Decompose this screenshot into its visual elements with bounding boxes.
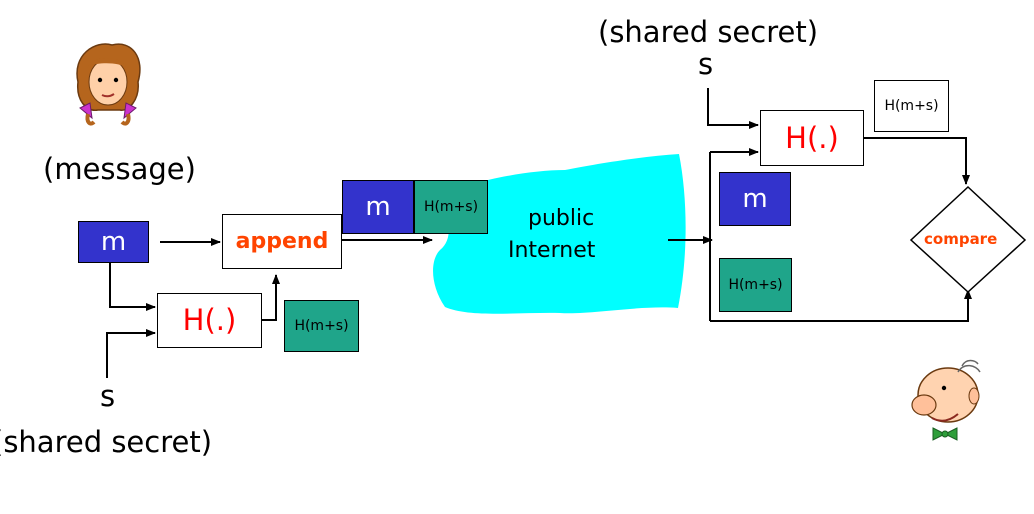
- cloud-label-line1: public: [528, 206, 595, 231]
- sender-secret-letter: s: [100, 379, 116, 413]
- receiver-message-box: m: [719, 172, 791, 226]
- arrow-hash-to-compare: [864, 137, 970, 185]
- receiver-hash-function-box: H(.): [760, 110, 864, 166]
- public-internet-cloud: [433, 154, 686, 314]
- sender-hash-value-box: H(m+s): [284, 300, 359, 352]
- computed-hash-box: H(m+s): [874, 80, 949, 132]
- arrow-received-hash-to-compare: [710, 289, 972, 322]
- compare-diamond: [909, 185, 1027, 294]
- transit-message-box: m: [342, 180, 414, 234]
- receiver-secret-letter: s: [698, 47, 714, 81]
- transit-hash-value-box: H(m+s): [414, 180, 488, 234]
- receiver-secret-label: (shared secret): [598, 15, 819, 49]
- arrow-hash-to-append: [262, 274, 280, 321]
- compare-label: compare: [924, 230, 998, 248]
- sender-hash-function-box: H(.): [157, 293, 262, 348]
- received-hash-box: H(m+s): [719, 258, 792, 312]
- message-label: (message): [43, 152, 196, 186]
- message-box: m: [78, 221, 149, 263]
- arrow-receiver-secret-to-hash: [707, 88, 759, 129]
- arrow-message-to-hash: [109, 262, 156, 311]
- sender-secret-label: (shared secret): [0, 425, 213, 459]
- alice-face-icon: [76, 43, 141, 126]
- cloud-label-line2: Internet: [508, 238, 596, 263]
- append-box: append: [222, 214, 342, 269]
- arrow-secret-to-hash: [106, 329, 156, 378]
- bob-face-icon: [911, 359, 981, 441]
